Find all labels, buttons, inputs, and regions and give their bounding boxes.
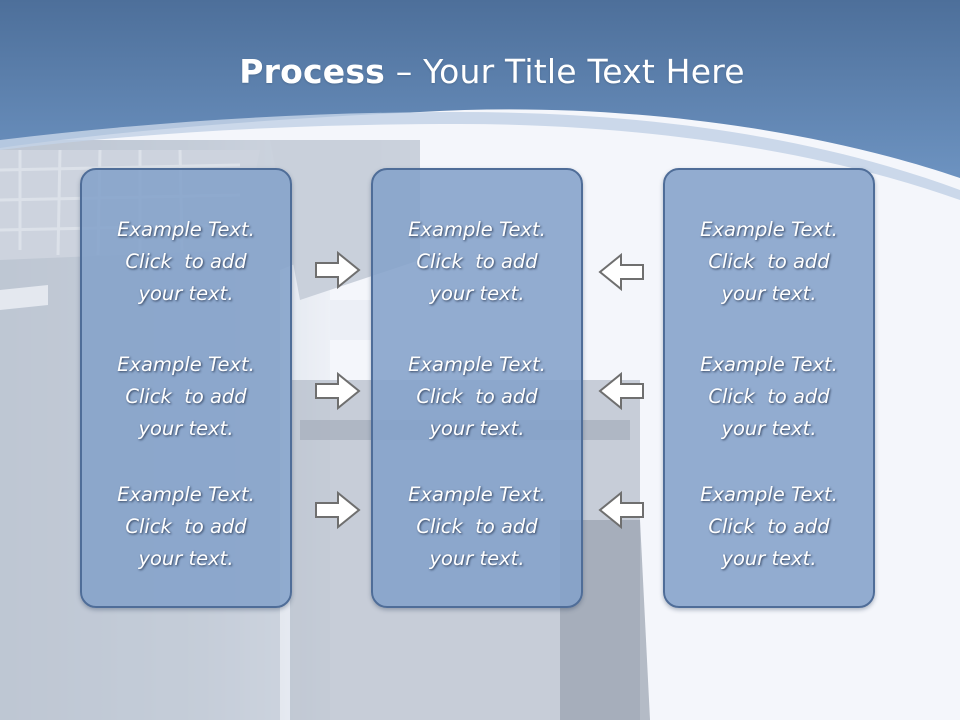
text-block[interactable]: Example Text. Click to add your text. <box>373 349 581 445</box>
text-line: Example Text. <box>408 218 546 241</box>
text-line: Example Text. <box>700 353 838 376</box>
text-block[interactable]: Example Text. Click to add your text. <box>373 214 581 310</box>
arrow-left-icon[interactable] <box>597 252 645 292</box>
text-line: Example Text. <box>117 353 255 376</box>
text-line: Click to add <box>708 250 830 273</box>
arrow-left-icon[interactable] <box>597 490 645 530</box>
text-block[interactable]: Example Text. Click to add your text. <box>82 214 290 310</box>
arrow-left-icon[interactable] <box>597 371 645 411</box>
text-block[interactable]: Example Text. Click to add your text. <box>373 479 581 575</box>
process-box-left[interactable]: Example Text. Click to add your text. Ex… <box>80 168 292 608</box>
text-block[interactable]: Example Text. Click to add your text. <box>82 349 290 445</box>
title-rest-text: – Your Title Text Here <box>385 52 745 91</box>
arrow-right-icon[interactable] <box>314 371 362 411</box>
text-block[interactable]: Example Text. Click to add your text. <box>665 349 873 445</box>
text-line: your text. <box>429 282 525 305</box>
text-line: Example Text. <box>700 483 838 506</box>
text-line: your text. <box>429 547 525 570</box>
text-line: Example Text. <box>700 218 838 241</box>
text-line: your text. <box>721 282 817 305</box>
text-line: your text. <box>721 417 817 440</box>
arrow-right-icon[interactable] <box>314 490 362 530</box>
text-line: your text. <box>138 282 234 305</box>
text-line: your text. <box>721 547 817 570</box>
text-line: Click to add <box>416 515 538 538</box>
text-line: Example Text. <box>117 483 255 506</box>
text-line: your text. <box>138 417 234 440</box>
text-line: Click to add <box>416 385 538 408</box>
text-line: Click to add <box>708 385 830 408</box>
process-box-right[interactable]: Example Text. Click to add your text. Ex… <box>663 168 875 608</box>
slide-title[interactable]: Process – Your Title Text Here <box>0 52 960 91</box>
text-line: Click to add <box>416 250 538 273</box>
text-block[interactable]: Example Text. Click to add your text. <box>665 214 873 310</box>
text-block[interactable]: Example Text. Click to add your text. <box>665 479 873 575</box>
text-line: Example Text. <box>408 483 546 506</box>
arrow-right-icon[interactable] <box>314 250 362 290</box>
text-block[interactable]: Example Text. Click to add your text. <box>82 479 290 575</box>
text-line: Example Text. <box>408 353 546 376</box>
text-line: Click to add <box>125 515 247 538</box>
text-line: Click to add <box>708 515 830 538</box>
text-line: Example Text. <box>117 218 255 241</box>
process-box-middle[interactable]: Example Text. Click to add your text. Ex… <box>371 168 583 608</box>
text-line: Click to add <box>125 250 247 273</box>
text-line: Click to add <box>125 385 247 408</box>
title-bold-text: Process <box>239 52 386 91</box>
text-line: your text. <box>138 547 234 570</box>
text-line: your text. <box>429 417 525 440</box>
